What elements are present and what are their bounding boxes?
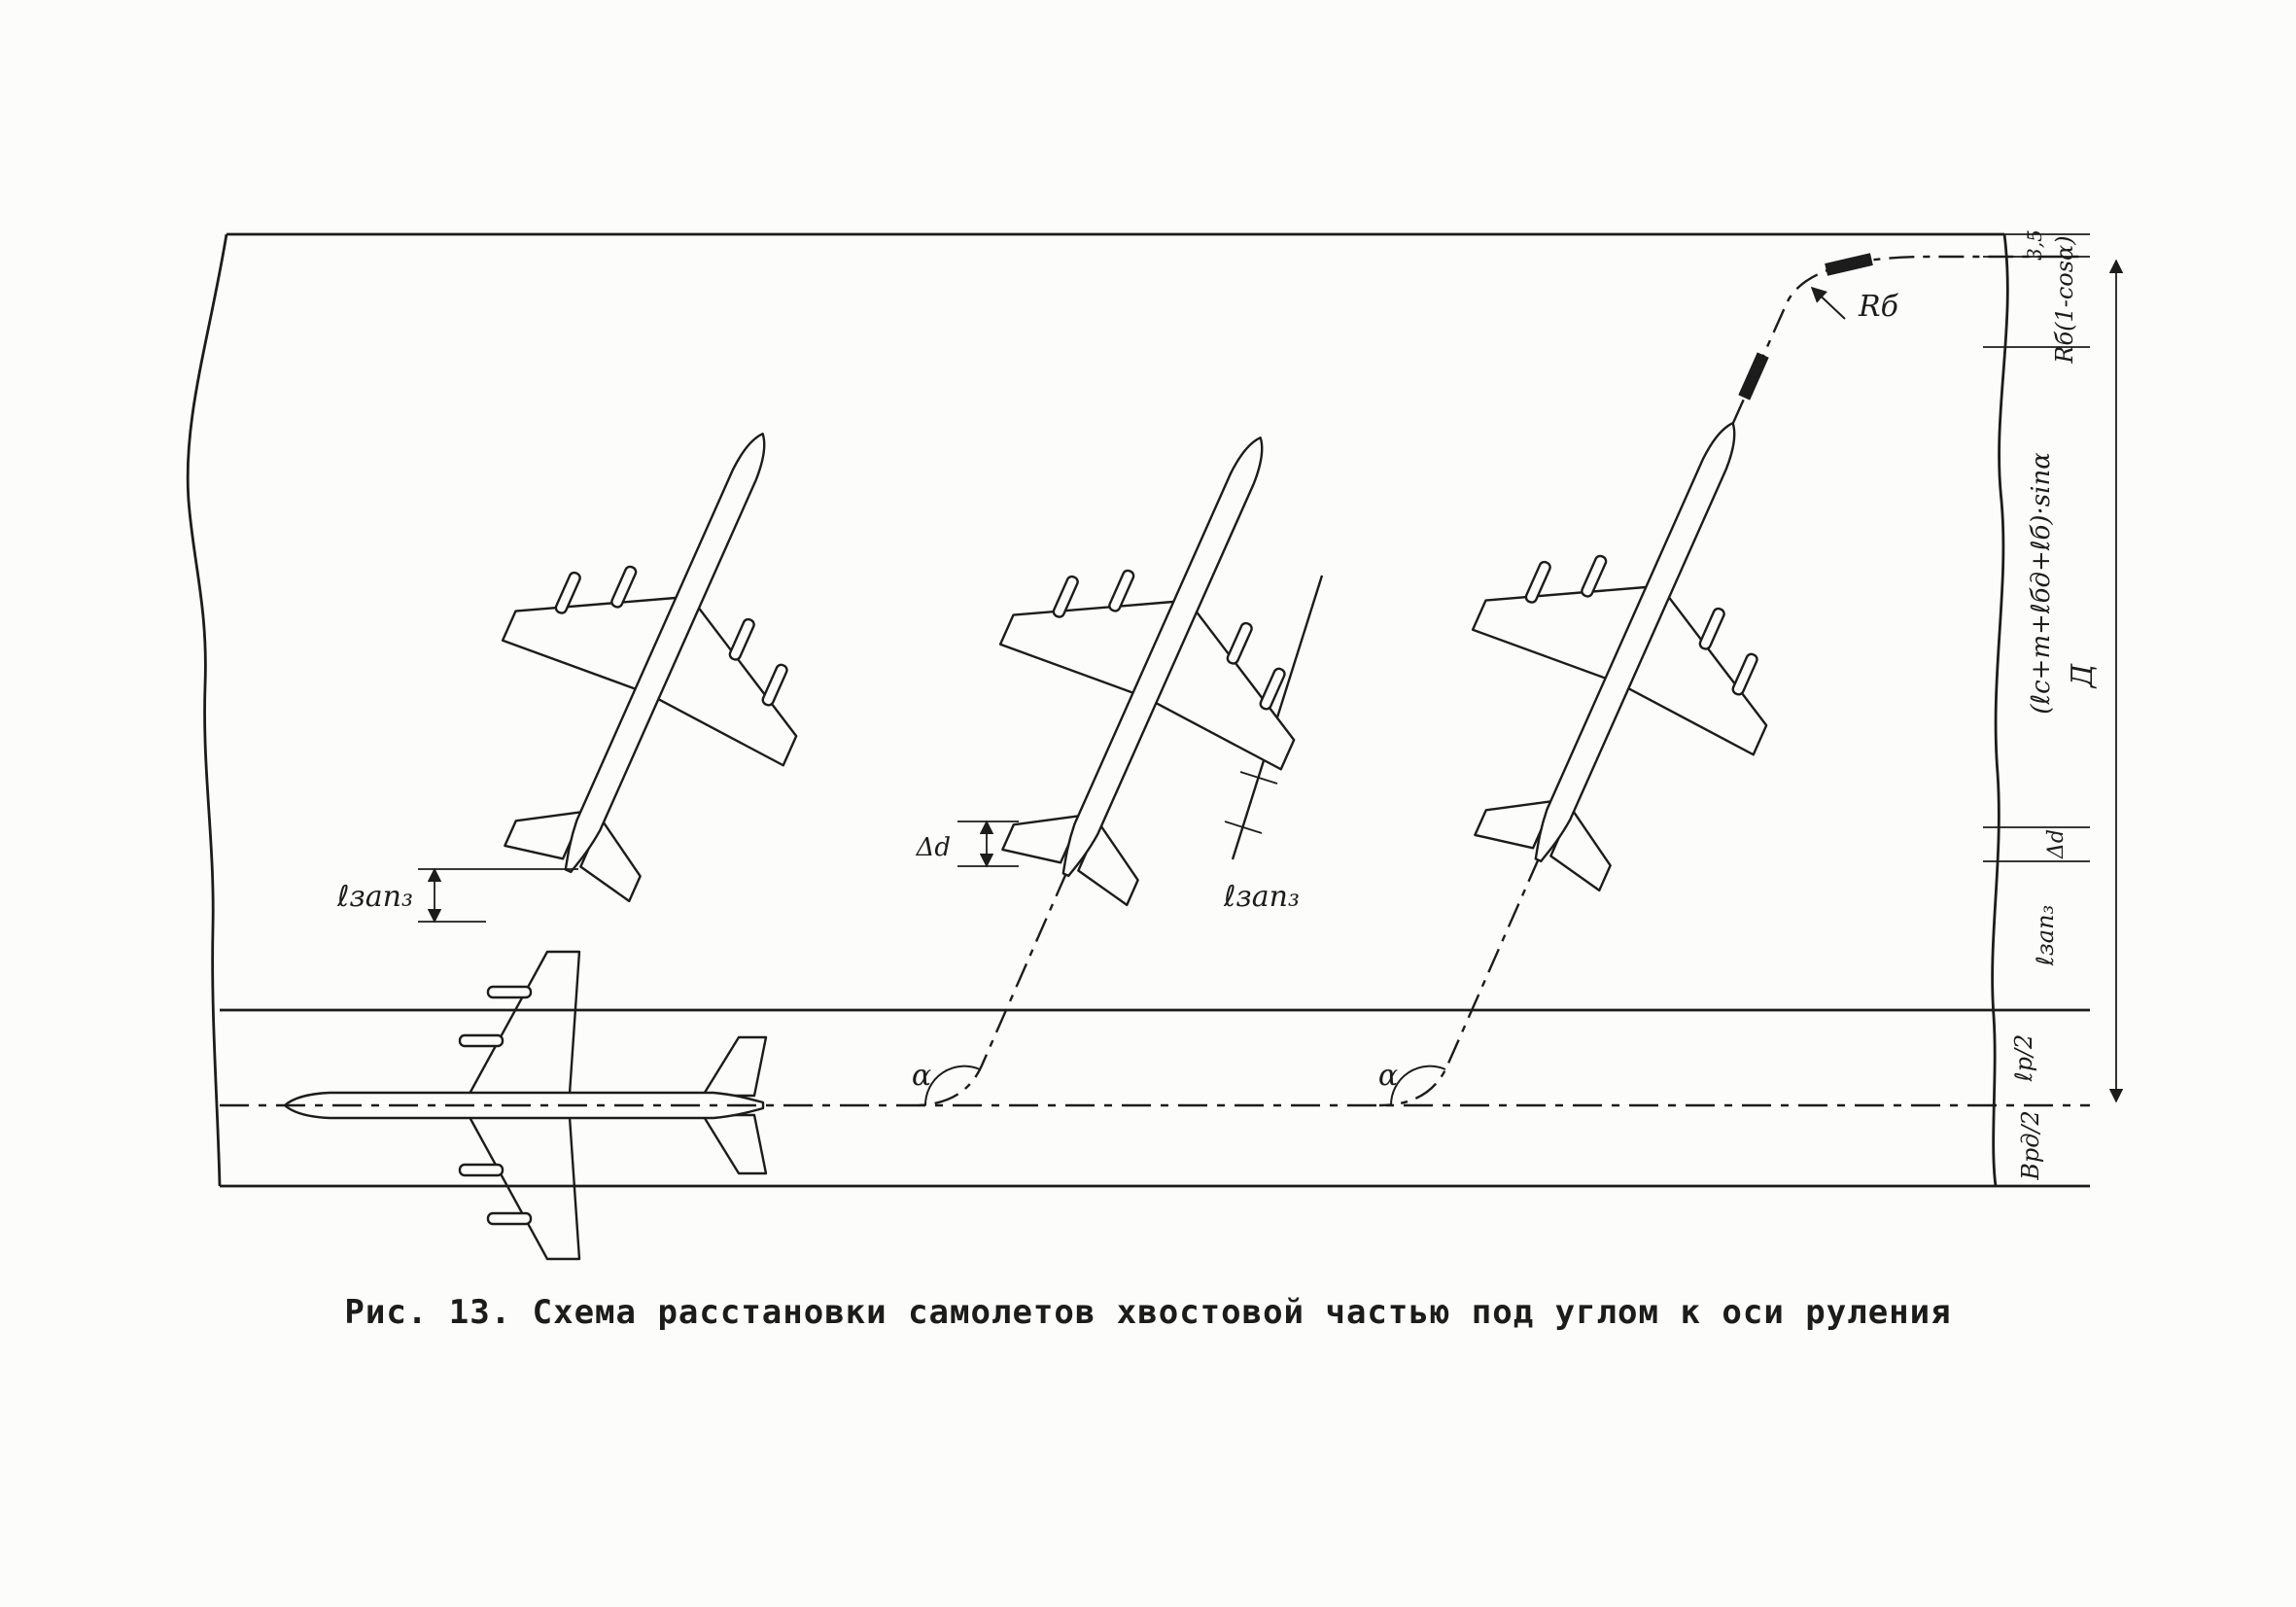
dim-total-depth-label: Д xyxy=(2066,663,2100,689)
dim-half-taxiway-label: ℓр/2 xyxy=(2010,1034,2037,1083)
dim-stand-depth-label: (ℓс+m+ℓбд+ℓб)·sinα xyxy=(2027,452,2056,715)
lzap-mid-tick-2 xyxy=(1224,821,1263,834)
taxi-path-stand-3 xyxy=(1378,857,1541,1107)
aircraft-parked-1 xyxy=(425,369,905,937)
deltad-mid-label: Δd xyxy=(916,833,951,862)
aircraft-parked-2 xyxy=(922,373,1403,941)
alpha-label-left: α xyxy=(912,1059,931,1093)
apron-left-break-edge xyxy=(186,233,228,1187)
dim-turn-rise-label: Rб(1-cosα) xyxy=(2051,235,2078,364)
dim-deltad-label: Δd xyxy=(2044,829,2069,859)
dim-edge-offset-label: 3,5 xyxy=(2023,229,2046,261)
aircraft-parked-3 xyxy=(1395,359,1875,926)
taxi-exit-path xyxy=(1731,255,2080,424)
stop-bar-lower xyxy=(1738,352,1769,401)
lzap-left-label: ℓзап₃ xyxy=(336,880,413,914)
taxi-path-stand-2 xyxy=(913,872,1068,1107)
alpha-arc-right xyxy=(1389,1065,1446,1106)
figure-caption: Рис. 13. Схема расстановки самолетов хво… xyxy=(344,1293,1952,1332)
stop-bar-upper xyxy=(1825,253,1873,276)
radius-label: Rб xyxy=(1858,290,1899,324)
lzap-mid-tick-1 xyxy=(1239,771,1278,785)
lzap-mid-label: ℓзап₃ xyxy=(1223,880,1300,914)
dim-half-strip-label: Врд/2 xyxy=(2017,1110,2044,1181)
radius-leader-arrow xyxy=(1810,286,1846,320)
alpha-label-right: α xyxy=(1378,1059,1398,1093)
apron-right-break-edge xyxy=(1991,233,2009,1187)
alpha-arc-left xyxy=(923,1065,981,1106)
dim-lzap-label: ℓзап₃ xyxy=(2032,905,2059,966)
